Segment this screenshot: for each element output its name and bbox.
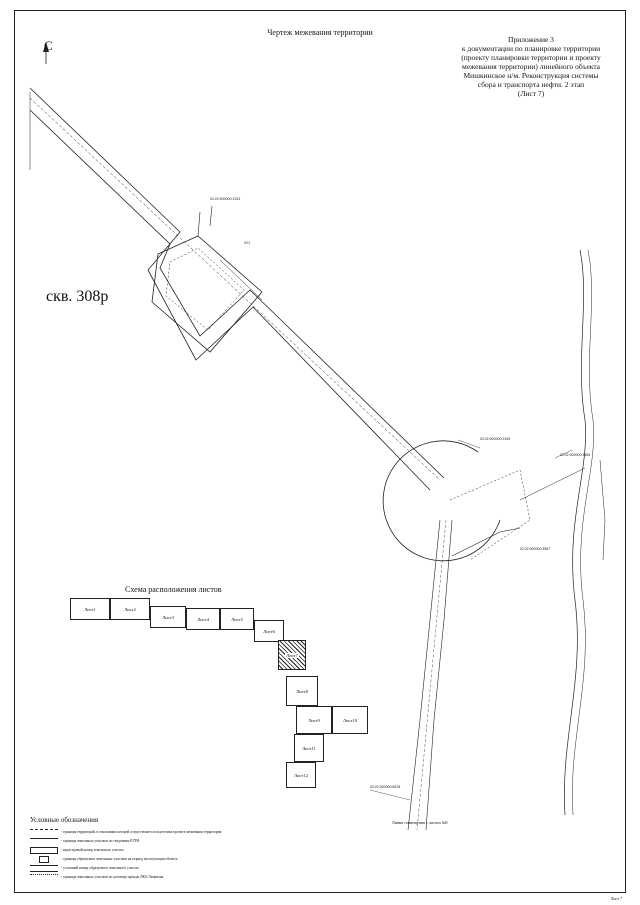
appendix-block: Приложение 3 к документации по планировк… — [446, 35, 616, 98]
legend-symbol — [30, 829, 58, 836]
north-label: С — [44, 38, 53, 53]
legend-row: - кадастровый номер земельного участка — [30, 846, 124, 855]
sheet-cell: Лист4 — [186, 608, 220, 630]
sheet-cell: Лист12 — [286, 762, 316, 788]
well-pad-inner — [165, 247, 245, 331]
sheet-cell: Лист6 — [254, 620, 284, 642]
drawing-frame — [14, 10, 626, 893]
road-edge — [572, 249, 594, 816]
legend-row: - условный номер образуемого земельного … — [30, 864, 139, 873]
appendix-line: к документации по планировке территории — [461, 44, 601, 53]
page-number: Лист 7 — [610, 896, 622, 901]
legend-text: - границы образуемых земельных участков … — [61, 857, 178, 861]
legend-row: - границы образуемых земельных участков … — [30, 855, 177, 864]
cadastral-label-1: 02:22:000000:1234 — [210, 197, 240, 201]
pad-spur-2 — [209, 205, 213, 227]
sheet-cell: Лист8 — [286, 676, 318, 706]
sheet-label: Лист9 — [308, 717, 320, 723]
south-corridor-left — [407, 519, 441, 831]
sheet-label: Лист3 — [162, 614, 174, 620]
sheet-label: Лист12 — [294, 772, 308, 778]
sheet-label: Лист2 — [124, 606, 136, 612]
sheet-cell: Лист5 — [220, 608, 254, 630]
appendix-line: сбора и транспорта нефти. 2 этап — [477, 80, 585, 89]
legend-symbol — [39, 856, 49, 863]
sheet-label: Лист10 — [343, 717, 357, 723]
round-pad-chord — [451, 527, 521, 557]
top-leader-2 — [554, 449, 573, 459]
legend-row: - границы территорий, в отношении которо… — [30, 828, 221, 837]
well-label: скв. 308р — [46, 288, 109, 305]
round-pad-inner — [449, 469, 531, 561]
appendix-line: Мишкинское н/м. Реконструкция системы — [463, 71, 599, 80]
legend-text: - границы территорий, в отношении которо… — [61, 830, 222, 834]
appendix-line: (Лист 7) — [517, 89, 545, 98]
sheet-cell-active: Лист7 — [278, 640, 306, 670]
sheet-label: Лист11 — [302, 745, 316, 751]
south-corridor-dashed — [416, 519, 447, 831]
well-pad — [151, 235, 263, 353]
sheet-label: Лист7 — [285, 652, 299, 658]
sheet-cell: Лист9 — [296, 706, 332, 734]
legend-symbol — [30, 865, 58, 872]
legend-row: - границы земельных участков по сведения… — [30, 837, 139, 846]
legend-text: - кадастровый номер земельного участка — [61, 848, 124, 852]
sheet-label: Лист4 — [197, 616, 209, 622]
legend-title: Условные обозначения — [30, 816, 99, 824]
legend-row: - границы земельных участков по договору… — [30, 873, 163, 882]
road-east — [599, 459, 606, 561]
legend-text: - границы земельных участков по договору… — [61, 875, 164, 879]
sheet-label: Лист8 — [296, 688, 308, 694]
right-connector — [519, 467, 586, 501]
cadastral-label-6: 02:22:000000:5678 — [370, 785, 400, 789]
sheet-cell: Лист11 — [294, 734, 324, 762]
sheet-label: Лист6 — [263, 628, 275, 634]
legend-text: - границы земельных участков по сведения… — [61, 839, 140, 843]
scheme-title: Схема расположения листов — [125, 585, 222, 594]
appendix-line: (проекту планировки территории и проекту — [461, 53, 601, 62]
appendix-line: Приложение 3 — [508, 35, 554, 44]
round-pad — [382, 440, 501, 562]
north-arrow-head — [43, 42, 49, 52]
corridor-left-edge — [29, 87, 431, 491]
sheet-cell: Лист2 — [110, 598, 150, 620]
sheet-cell: Лист10 — [332, 706, 368, 734]
bottom-leader — [369, 789, 411, 801]
sheet-cell: Лист3 — [150, 606, 186, 628]
road — [564, 249, 586, 816]
cadastral-label-2: ЗУ1 — [244, 241, 250, 245]
legend-symbol — [30, 838, 58, 845]
sheet-title: Чертеж межевания территории — [267, 28, 373, 37]
pad-spur — [197, 211, 201, 237]
cadastral-label-3: 02:22:000000:2345 — [480, 437, 510, 441]
sheet-label: Лист1 — [84, 606, 96, 612]
cadastral-label-4: 02:22:000000:3456 — [560, 453, 590, 457]
legend-text: - условный номер образуемого земельного … — [61, 866, 139, 870]
top-leader — [457, 439, 481, 449]
appendix-line: межевания территории) линейного объекта — [461, 62, 601, 71]
legend-symbol — [30, 847, 58, 854]
cadastral-label-5: 02:22:000000:4567 — [520, 547, 550, 551]
pad-diagonal — [219, 259, 263, 301]
sheet-cell: Лист1 — [70, 598, 110, 620]
legend-symbol — [30, 874, 58, 881]
corridor-right-edge — [29, 109, 445, 479]
corridor-centerline — [29, 97, 441, 481]
sheet-label: Лист5 — [231, 616, 243, 622]
south-corridor-right — [425, 519, 453, 831]
section-end-label: Линия совмещения с листом №8 — [392, 820, 448, 825]
